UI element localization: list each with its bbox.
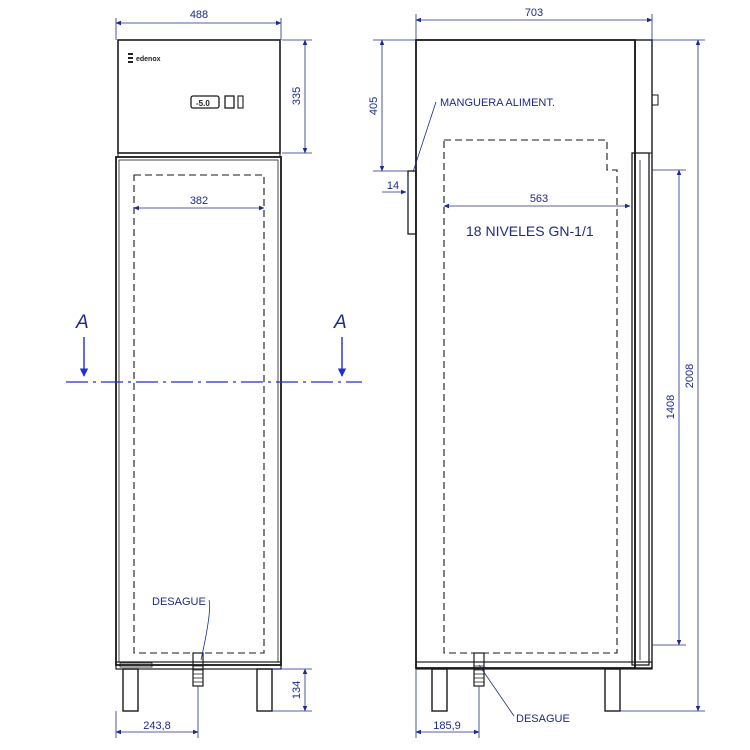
dim-inner-height: 1408 xyxy=(665,395,677,419)
front-leg-left xyxy=(122,668,139,712)
hose-label: MANGUERA ALIMENT. xyxy=(440,97,555,109)
dim-hose-height: 405 xyxy=(368,97,380,115)
drain-front-label: DESAGUE xyxy=(152,596,206,608)
front-kick-detail xyxy=(119,662,153,668)
levels-label: 18 NIVELES GN-1/1 xyxy=(466,223,594,239)
dim-drain-side: 185,9 xyxy=(433,720,461,732)
side-view xyxy=(407,39,659,712)
drain-front-leader xyxy=(200,599,211,661)
section-line-a xyxy=(66,337,362,383)
front-view xyxy=(115,39,282,712)
side-leg-left xyxy=(431,668,448,712)
side-hinge-knob xyxy=(651,94,659,106)
hose-leader-line xyxy=(412,101,437,173)
side-interior-outline xyxy=(443,139,618,654)
side-door-column xyxy=(634,39,653,669)
front-door xyxy=(115,156,282,666)
front-leg-right xyxy=(256,668,273,712)
dim-inner-width-front: 382 xyxy=(190,195,208,207)
dim-front-width: 488 xyxy=(190,9,208,21)
dim-drain-front: 243,8 xyxy=(143,720,171,732)
brand-label: edenox xyxy=(136,56,161,63)
section-label-left: A xyxy=(75,312,89,333)
side-leg-right xyxy=(604,668,621,712)
dim-hose-offset: 14 xyxy=(387,180,399,192)
display-reading: -5.0 xyxy=(196,99,210,108)
drain-side-leader xyxy=(478,664,515,717)
drain-side-label: DESAGUE xyxy=(516,713,570,725)
section-label-right: A xyxy=(333,312,347,333)
dim-side-depth: 703 xyxy=(525,7,543,19)
front-interior-outline xyxy=(133,174,265,654)
dim-leg-height: 134 xyxy=(291,681,303,699)
dim-top-height: 335 xyxy=(291,87,303,105)
dimension-lines xyxy=(115,14,705,738)
controller-display xyxy=(190,95,244,109)
side-base xyxy=(415,661,653,670)
dim-inner-width-side: 563 xyxy=(530,193,548,205)
dim-total-height: 2008 xyxy=(684,364,696,388)
front-door-inner xyxy=(118,159,279,663)
side-door-strip xyxy=(631,152,650,666)
side-body xyxy=(415,39,636,669)
hose-connector xyxy=(407,170,417,235)
brand-logo-icon xyxy=(128,53,133,63)
